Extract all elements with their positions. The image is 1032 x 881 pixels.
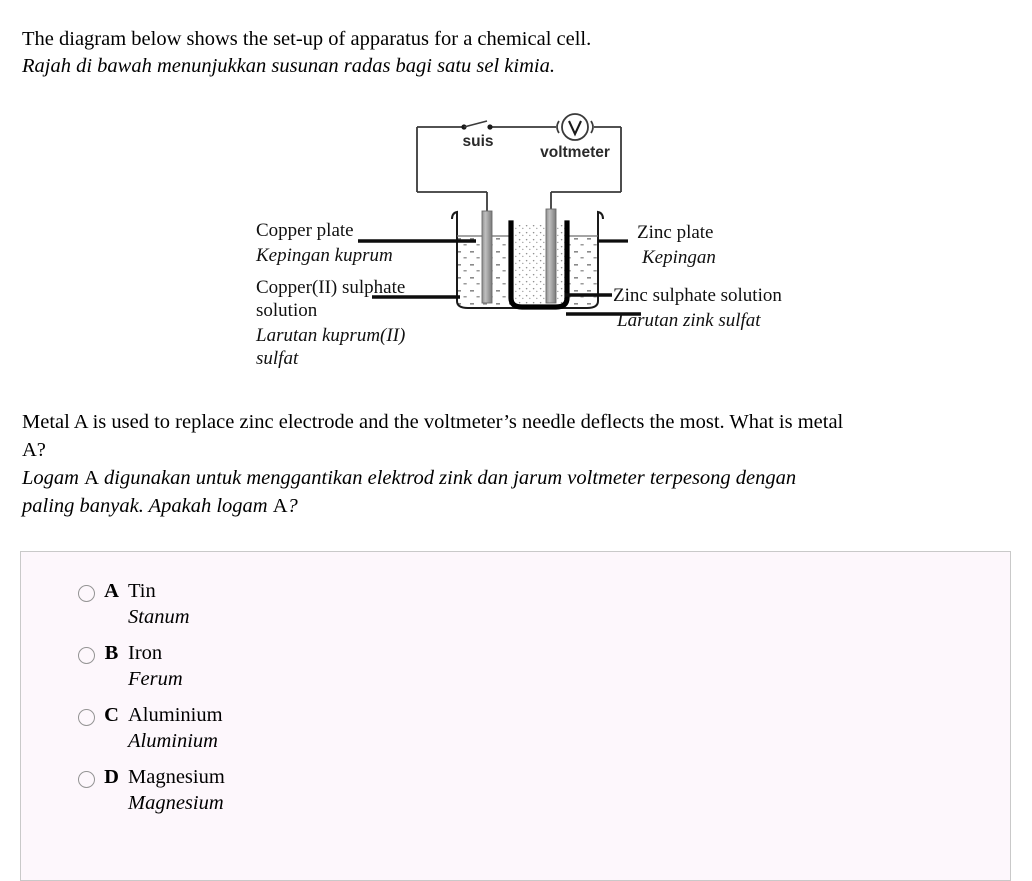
option-b-english: Iron: [128, 642, 163, 664]
option-row-a[interactable]: A Tin Stanum: [78, 578, 225, 630]
option-row-d[interactable]: D Magnesium Magnesium: [78, 764, 225, 816]
question-english-line2: A?: [22, 439, 46, 461]
option-row-b[interactable]: B Iron Ferum: [78, 640, 225, 692]
option-text-d: Magnesium Magnesium: [128, 764, 225, 816]
chemical-cell-diagram: suis voltmeter Copper plate Kepingan kup…: [0, 105, 1032, 395]
question-english-line1: Metal A is used to replace zinc electrod…: [22, 411, 844, 433]
switch-symbol: [461, 120, 493, 130]
question-malay-line1: Logam A digunakan untuk menggantikan ele…: [22, 464, 1032, 492]
radio-button-d[interactable]: [78, 771, 95, 788]
option-letter-b: B: [104, 642, 119, 664]
option-a-english: Tin: [128, 580, 156, 602]
radio-button-a[interactable]: [78, 585, 95, 602]
label-zinc-plate-ms: Kepingan: [641, 247, 716, 268]
label-zinc-plate-en: Zinc plate: [637, 222, 714, 243]
options-list: A Tin Stanum B Iron Ferum C Aluminium: [78, 578, 225, 826]
label-zinc-sulphate-ms: Larutan zink sulfat: [616, 310, 761, 331]
radio-button-b[interactable]: [78, 647, 95, 664]
zinc-electrode: [545, 208, 557, 304]
label-copper-plate-en: Copper plate: [256, 220, 354, 241]
label-copper-sulphate-en-1: Copper(II) sulphate: [256, 277, 405, 298]
leader-lines: [358, 239, 641, 316]
radio-button-c[interactable]: [78, 709, 95, 726]
voltmeter-symbol: [556, 113, 594, 141]
label-copper-sulphate-ms-2: sulfat: [256, 348, 299, 369]
option-letter-d: D: [104, 766, 119, 788]
malay-l2-c: ?: [287, 495, 298, 517]
copper-electrode: [481, 210, 493, 304]
question-malay-line2: paling banyak. Apakah logam A?: [22, 492, 1032, 520]
option-c-malay: Aluminium: [128, 730, 218, 752]
label-zinc-sulphate-en: Zinc sulphate solution: [613, 285, 782, 306]
question-text: Metal A is used to replace zinc electrod…: [22, 408, 1032, 520]
option-text-b: Iron Ferum: [128, 640, 183, 692]
answer-options-panel: A Tin Stanum B Iron Ferum C Aluminium: [20, 551, 1011, 881]
option-row-c[interactable]: C Aluminium Aluminium: [78, 702, 225, 754]
option-d-malay: Magnesium: [128, 792, 224, 814]
malay-l1-c: digunakan untuk menggantikan elektrod zi…: [98, 467, 797, 489]
malay-l2-a: paling banyak. Apakah logam: [22, 495, 273, 517]
option-b-malay: Ferum: [128, 668, 183, 690]
label-copper-sulphate-ms-1: Larutan kuprum(II): [255, 325, 405, 346]
option-d-english: Magnesium: [128, 766, 225, 788]
option-a-malay: Stanum: [128, 606, 190, 628]
label-copper-plate-ms: Kepingan kuprum: [255, 245, 393, 266]
option-c-english: Aluminium: [128, 704, 223, 726]
switch-label: suis: [462, 133, 493, 150]
malay-l1-a: Logam: [22, 467, 85, 489]
voltmeter-label: voltmeter: [540, 144, 610, 161]
circuit-wiring: [416, 126, 622, 215]
malay-l2-metal: A: [272, 495, 288, 517]
intro-line-malay: Rajah di bawah menunjukkan susunan radas…: [22, 55, 555, 77]
option-letter-a: A: [104, 580, 119, 602]
option-letter-c: C: [104, 704, 119, 726]
label-copper-sulphate-en-2: solution: [256, 300, 318, 321]
malay-l1-metal: A: [84, 467, 99, 489]
porous-pot: [508, 220, 570, 310]
intro-text: The diagram below shows the set-up of ap…: [22, 26, 1022, 80]
option-text-a: Tin Stanum: [128, 578, 190, 630]
option-text-c: Aluminium Aluminium: [128, 702, 223, 754]
intro-line-english: The diagram below shows the set-up of ap…: [22, 28, 592, 50]
